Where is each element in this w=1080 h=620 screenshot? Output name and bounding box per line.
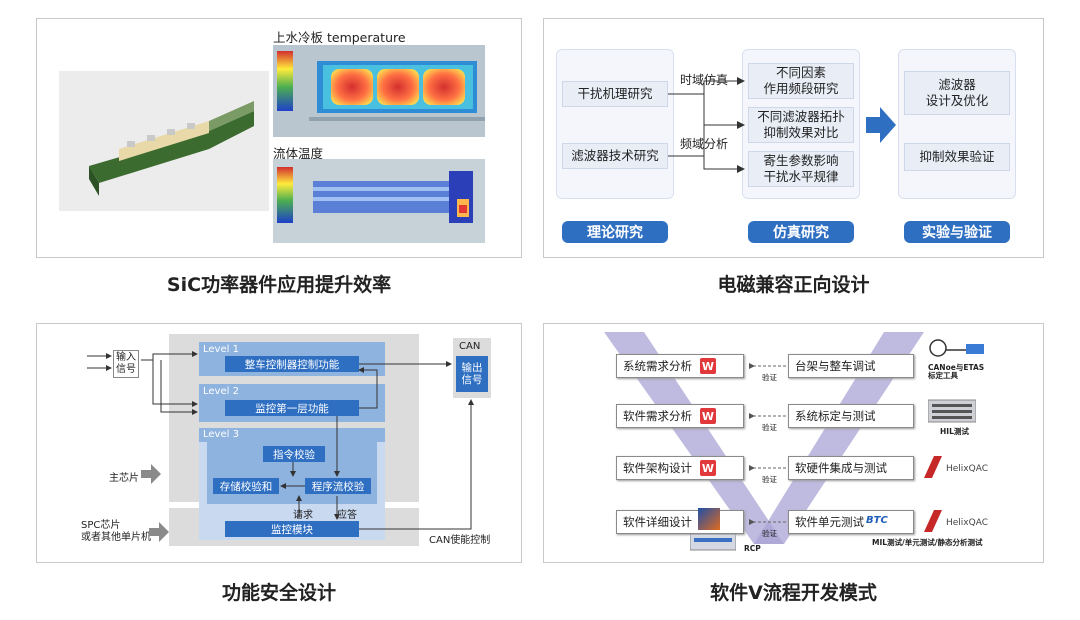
- experiment-box-2: 抑制效果验证: [904, 143, 1010, 171]
- level2-box: 监控第一层功能: [225, 400, 359, 416]
- level1-box: 整车控制器控制功能: [225, 356, 359, 372]
- canoe-label: CANoe与ETAS 标定工具: [928, 363, 985, 380]
- rcp-device-icon: [690, 533, 736, 551]
- can-label: CAN: [459, 341, 481, 352]
- fluid-temperature-image: [273, 159, 485, 243]
- response-label: 应答: [337, 510, 357, 521]
- level1-label: Level 1: [203, 344, 239, 355]
- verify-label-3: 验证: [762, 475, 777, 484]
- panel-v-model: 系统需求分析 软件需求分析 软件架构设计 软件详细设计 W W W 台架与整车调…: [543, 323, 1044, 563]
- power-module-image: [59, 71, 269, 211]
- mil-label: MIL测试/单元测试/静态分析测试: [872, 538, 983, 547]
- v-shape: [604, 332, 924, 544]
- verify-arrows: [749, 363, 786, 525]
- left-box-4: 软件详细设计: [616, 510, 744, 534]
- level3-header: [199, 428, 385, 442]
- right-box-4: 软件单元测试: [788, 510, 914, 534]
- tessy-icon-2: [924, 510, 942, 532]
- w-icon-3: W: [700, 460, 716, 476]
- theory-column: [556, 49, 674, 199]
- w-icon-1: W: [700, 358, 716, 374]
- simulation-box-2: 不同滤波器拓扑 抑制效果对比: [748, 107, 854, 143]
- theory-box-1: 干扰机理研究: [562, 81, 668, 107]
- tessy-icon-1: [924, 456, 942, 478]
- command-check-box: 指令校验: [263, 446, 325, 462]
- panel-emc-design: 干扰机理研究 滤波器技术研究 不同因素 作用频段研究 不同滤波器拓扑 抑制效果对…: [543, 18, 1044, 258]
- verify-label-1: 验证: [762, 373, 777, 382]
- hil-label: HIL测试: [940, 427, 969, 436]
- panel3-caption: 功能安全设计: [221, 582, 336, 604]
- freq-domain-label: 频域分析: [680, 137, 729, 151]
- verify-label-4: 验证: [762, 529, 777, 538]
- monitor-module-box: 监控模块: [225, 521, 359, 537]
- verify-label-2: 验证: [762, 423, 777, 432]
- right-box-1: 台架与整车调试: [788, 354, 914, 378]
- left-box-3: 软件架构设计: [616, 456, 744, 480]
- hil-rack-icon: [928, 399, 976, 423]
- helixqac-label-2: HelixQAC: [946, 518, 988, 528]
- time-domain-label: 时域仿真: [680, 73, 729, 87]
- panel-functional-safety: Level 1 整车控制器控制功能 Level 2 监控第一层功能 Level …: [36, 323, 522, 563]
- can-enable-label: CAN使能控制: [429, 535, 491, 546]
- input-signal-label: 输入 信号: [113, 350, 139, 378]
- output-signal-box: 输出 信号: [456, 356, 488, 392]
- simulation-pill: 仿真研究: [748, 221, 854, 243]
- plate-temperature-image: [273, 45, 485, 137]
- simulation-box-3: 寄生参数影响 干扰水平规律: [748, 151, 854, 187]
- right-box-3: 软硬件集成与测试: [788, 456, 914, 480]
- panel2-caption: 电磁兼容正向设计: [717, 274, 870, 296]
- theory-pill: 理论研究: [562, 221, 668, 243]
- main-chip-label: 主芯片: [109, 473, 139, 484]
- storage-check-box: 存储校验和: [213, 478, 279, 494]
- btc-logo: BTC: [866, 515, 888, 526]
- simulation-box-1: 不同因素 作用频段研究: [748, 63, 854, 99]
- flow-check-box: 程序流校验: [305, 478, 371, 494]
- experiment-pill: 实验与验证: [904, 221, 1010, 243]
- right-box-2: 系统标定与测试: [788, 404, 914, 428]
- plate-temp-label: 上水冷板 temperature: [273, 30, 406, 45]
- level3-label: Level 3: [203, 429, 239, 440]
- request-label: 请求: [293, 510, 313, 521]
- helixqac-label-1: HelixQAC: [946, 464, 988, 474]
- simulink-icon: [698, 508, 720, 530]
- w-icon-2: W: [700, 408, 716, 424]
- rcp-label: RCP: [744, 544, 761, 553]
- level2-label: Level 2: [203, 386, 239, 397]
- panel1-caption: SiC功率器件应用提升效率: [166, 274, 392, 296]
- experiment-box-1: 滤波器 设计及优化: [904, 71, 1010, 115]
- safety-connectors: [87, 351, 474, 542]
- spc-chip-label: SPC芯片 或者其他单片机: [81, 520, 151, 543]
- panel-sic-power: 上水冷板 temperature 流体温度: [36, 18, 522, 258]
- left-box-1: 系统需求分析: [616, 354, 744, 378]
- fluid-temp-label: 流体温度: [273, 146, 324, 161]
- emc-arrows: [668, 77, 896, 173]
- canoe-tool-icon: [929, 339, 984, 357]
- panel4-caption: 软件V流程开发模式: [710, 582, 877, 604]
- left-box-2: 软件需求分析: [616, 404, 744, 428]
- theory-box-2: 滤波器技术研究: [562, 143, 668, 169]
